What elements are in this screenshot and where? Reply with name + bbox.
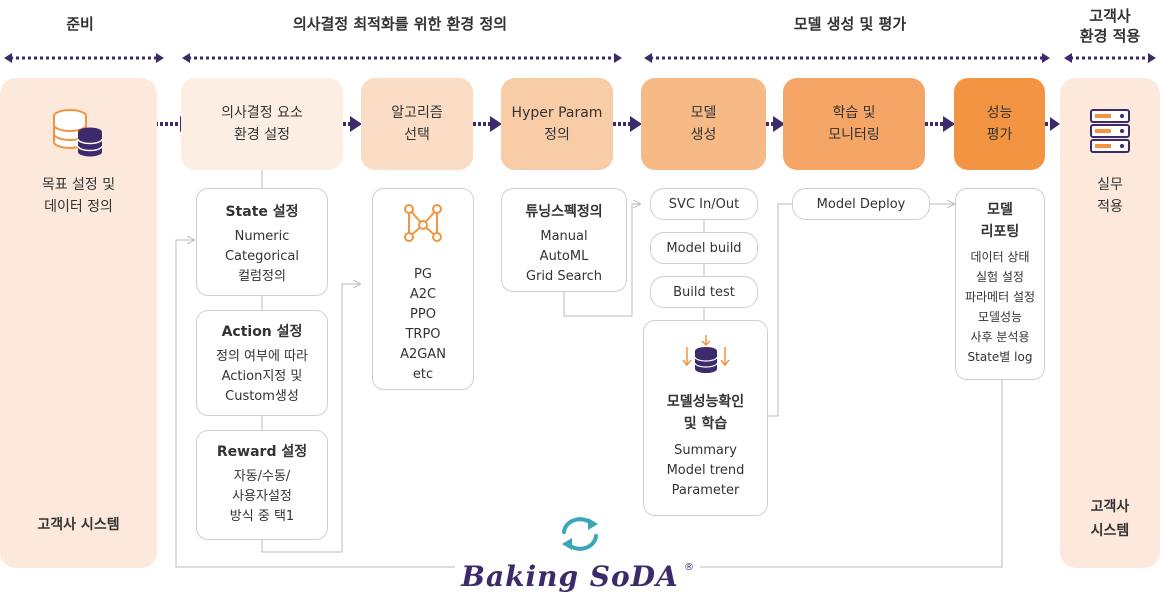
card-model-check-title-2: 및 학습 [683,416,728,432]
card-reward-line: 사용자설정 [232,489,292,504]
card-report-title-2: 리포팅 [980,224,1020,240]
right-panel-footer-2: 시스템 [1090,523,1130,539]
network-icon [404,204,442,242]
card-reward-line: 방식 중 택1 [229,509,295,524]
header-customer-env-line2: 환경 적용 [1079,27,1141,45]
brand-registered-mark: ® [684,562,694,573]
data-download-icon [681,335,730,373]
card-tuning: 튜닝스펙정의 Manual AutoML Grid Search [501,188,627,292]
step-env-setup-line1: 의사결정 요소 [221,105,303,121]
pill-build-test: Build test [650,276,758,308]
header-model-eval: 모델 생성 및 평가 [793,15,907,33]
card-report-line: 파라메터 설정 [964,290,1036,304]
right-panel: 실무 적용 고객사 시스템 [1060,78,1160,568]
card-model-check-line: Summary [674,443,737,458]
card-state-line: Numeric [234,229,290,244]
step-model-create-line2: 생성 [690,127,717,143]
header-customer-env-line1: 고객사 [1089,7,1131,25]
algorithm-item: PPO [410,307,436,322]
brand-logo-bg [455,556,700,606]
card-tuning-line: AutoML [539,249,589,264]
card-state: State 설정 Numeric Categorical 컬럼정의 [196,188,328,296]
card-action-title: Action 설정 [221,324,303,340]
card-action-line: Action지정 및 [221,369,303,384]
card-model-check-line: Parameter [671,483,740,498]
card-report-line: 모델성능 [977,310,1023,324]
database-icon [53,109,103,157]
card-state-title: State 설정 [225,204,299,220]
server-icon [1090,109,1130,153]
step-algorithm-line2: 선택 [404,127,430,143]
header-prep: 준비 [66,15,94,33]
left-panel-title-1: 목표 설정 및 [41,177,116,193]
step-hyper-param-line1: Hyper Param [511,105,603,121]
card-report-line: 사후 분석용 [970,330,1030,344]
header-env-definition: 의사결정 최적화를 위한 환경 정의 [292,15,508,33]
step-hyper-param-line2: 정의 [544,127,570,143]
card-report-line: 데이터 상태 [970,250,1030,264]
card-tuning-line: Grid Search [525,269,603,284]
pill-model-build: Model build [650,232,758,264]
card-report-line: State별 log [967,350,1033,364]
pill-model-deploy: Model Deploy [792,188,930,220]
header-customer-env: 고객사 환경 적용 [1060,6,1160,46]
card-reward: Reward 설정 자동/수동/ 사용자설정 방식 중 택1 [196,430,328,540]
step-eval-line1: 성능 [986,105,1013,121]
card-reward-title: Reward 설정 [216,444,308,460]
step-eval-line2: 평가 [986,127,1013,143]
card-action-line: 정의 여부에 따라 [216,349,308,364]
card-state-line: Categorical [224,249,300,264]
card-report: 모델 리포팅 데이터 상태 실험 설정 파라메터 설정 모델성능 사후 분석용 … [955,188,1045,380]
left-panel: 목표 설정 및 데이터 정의 고객사 시스템 [0,78,157,568]
left-panel-footer: 고객사 시스템 [37,517,120,533]
step-algorithm-line1: 알고리즘 [391,105,443,121]
card-report-line: 실험 설정 [976,270,1024,284]
card-model-check-title-1: 모델성능확인 [666,394,745,410]
card-state-line: 컬럼정의 [238,269,286,284]
algorithm-item: A2C [409,287,437,302]
step-hyper-param: Hyper Param 정의 [501,78,613,170]
right-panel-title-2: 적용 [1097,199,1123,215]
card-action-line: Custom생성 [225,389,299,404]
algorithm-item: etc [412,367,434,382]
card-report-title-1: 모델 [987,202,1013,218]
card-model-check-line: Model trend [666,463,745,478]
card-algorithms: PG A2C PPO TRPO A2GAN etc [372,188,474,390]
step-train-monitor-line1: 학습 및 [832,105,876,121]
pill-svc-in-out: SVC In/Out [650,188,758,220]
algorithm-item: A2GAN [400,347,446,362]
brand-logo-text: Baking SoDA [461,560,679,593]
right-panel-title-1: 실무 [1097,177,1123,193]
step-model-create-line1: 모델 [690,105,717,121]
card-tuning-line: Manual [540,229,588,244]
card-action: Action 설정 정의 여부에 따라 Action지정 및 Custom생성 [196,310,328,416]
card-reward-line: 자동/수동/ [233,469,291,484]
algorithm-item: PG [414,267,432,282]
card-model-check: 모델성능확인 및 학습 Summary Model trend Paramete… [643,320,768,516]
step-env-setup-line2: 환경 설정 [234,127,290,143]
right-panel-footer-1: 고객사 [1090,499,1130,515]
left-panel-title-2: 데이터 정의 [44,199,113,215]
card-tuning-title: 튜닝스펙정의 [525,204,603,220]
refresh-icon [562,517,598,551]
algorithm-item: TRPO [405,327,441,342]
step-train-monitor-line2: 모니터링 [828,127,880,143]
